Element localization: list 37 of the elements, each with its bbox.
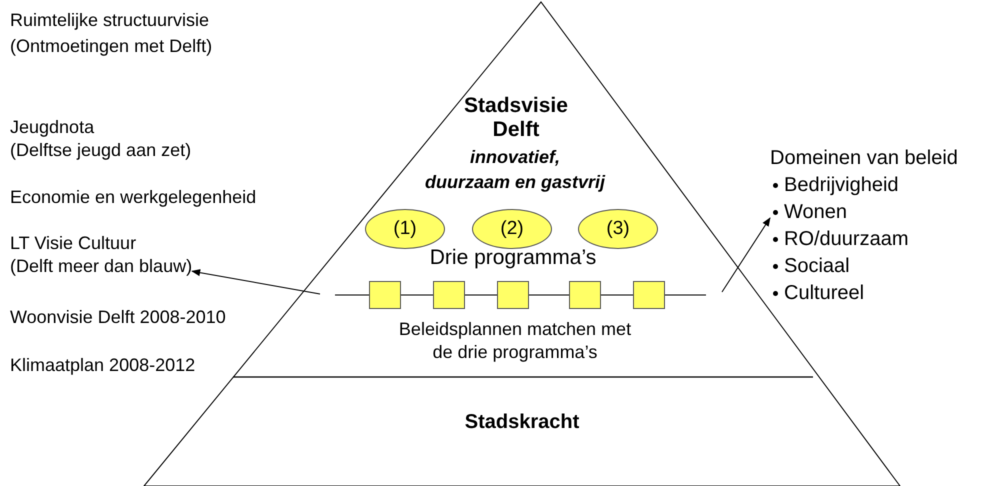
connector-line xyxy=(334,294,370,296)
policy-label: (Delftse jeugd aan zet) xyxy=(10,139,192,162)
connector-line xyxy=(400,294,434,296)
connector-line xyxy=(528,294,570,296)
program-ellipse: (3) xyxy=(578,209,658,249)
arrow xyxy=(191,269,320,294)
pyramid-subtitle: innovatief, xyxy=(468,146,561,169)
pyramid-title: Stadsvisie Delft xyxy=(463,94,569,142)
list-item: Sociaal xyxy=(784,255,850,278)
list-item: Cultureel xyxy=(784,282,864,305)
policy-square xyxy=(369,281,401,309)
policy-label: LT Visie Cultuur xyxy=(10,232,136,255)
policy-square xyxy=(433,281,465,309)
list-item: Bedrijvigheid xyxy=(784,174,899,197)
policy-label: Jeugdnota xyxy=(10,116,94,139)
policy-label: Ruimtelijke structuurvisie xyxy=(10,9,210,32)
program-ellipse: (1) xyxy=(365,209,445,249)
policy-label: Klimaatplan 2008-2012 xyxy=(10,354,196,377)
connector-line xyxy=(464,294,498,296)
program-ellipse: (2) xyxy=(472,209,552,249)
policy-label: (Delft meer dan blauw) xyxy=(10,255,192,278)
programs-label: Drie programma’s xyxy=(428,246,598,270)
list-item: RO/duurzaam xyxy=(784,228,908,251)
list-heading: Domeinen van beleid xyxy=(770,146,958,171)
pyramid-base-label: Stadskracht xyxy=(464,410,580,434)
policy-label: Economie en werkgelegenheid xyxy=(10,186,256,209)
policy-square xyxy=(497,281,529,309)
policy-square xyxy=(569,281,601,309)
policy-label: (Ontmoetingen met Delft) xyxy=(10,35,212,58)
pyramid-subtitle: duurzaam en gastvrij xyxy=(424,171,606,194)
connector-line xyxy=(664,294,706,296)
policy-label: Woonvisie Delft 2008-2010 xyxy=(10,306,226,329)
connector-line xyxy=(600,294,634,296)
arrow xyxy=(722,217,770,292)
list-item: Wonen xyxy=(784,201,848,224)
policy-note: Beleidsplannen matchen met de drie programma’s xyxy=(398,318,632,364)
policy-square xyxy=(633,281,665,309)
